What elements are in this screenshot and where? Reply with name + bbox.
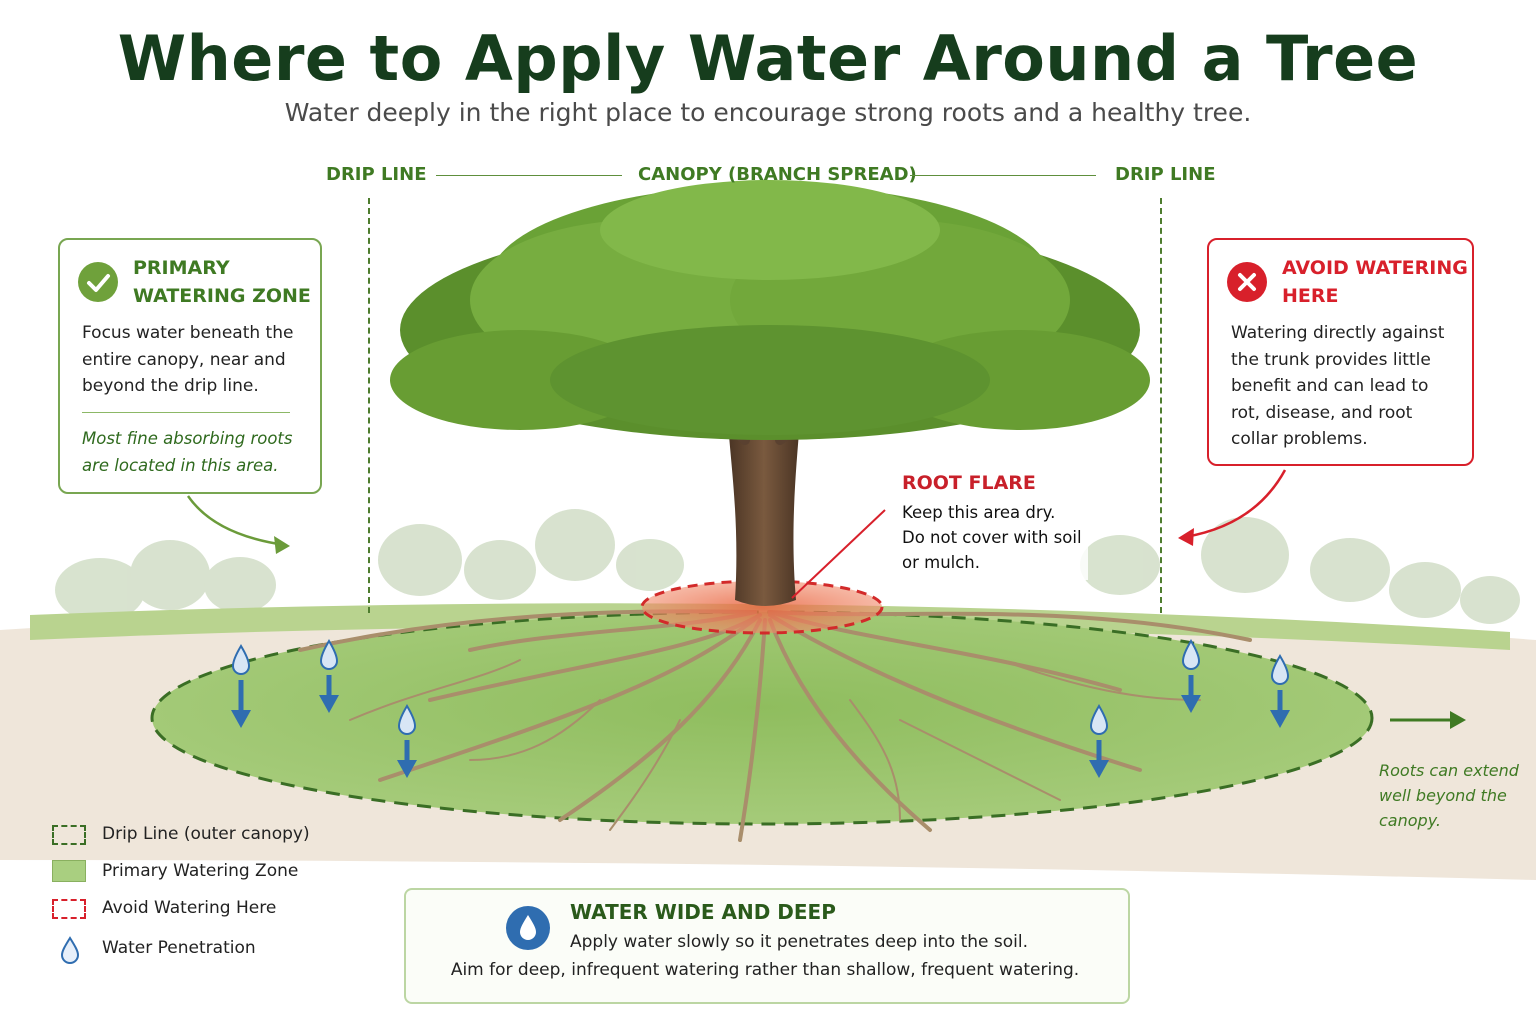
primary-zone-arrow [186, 495, 286, 547]
canopy-label: CANOPY (BRANCH SPREAD) [638, 164, 917, 185]
root-flare-leader [791, 509, 886, 599]
primary-zone-note-line: Most fine absorbing roots [82, 429, 293, 448]
water-drop-icon [231, 644, 251, 728]
background-trees [55, 509, 1520, 624]
avoid-zone-arrow [1184, 469, 1287, 539]
primary-zone-title-line1: PRIMARY [133, 257, 230, 279]
water-penetration-markers [231, 639, 1290, 778]
bottom-card-line1: Apply water slowly so it penetrates deep… [570, 932, 1028, 952]
avoid-zone-body-line: rot, disease, and root [1231, 402, 1413, 423]
primary-zone-body-line: entire canopy, near and [82, 349, 286, 370]
avoid-zone-title-line1: AVOID WATERING [1282, 257, 1468, 279]
root-flare-title: ROOT FLARE [902, 472, 1036, 494]
roots-extend-note: Roots can extend well beyond the canopy. [1379, 758, 1519, 833]
tree-roots [298, 609, 1252, 842]
water-drop-badge-icon [506, 906, 550, 950]
water-drop-icon [1089, 704, 1109, 778]
root-flare-callout-bg [888, 468, 1088, 580]
legend-label: Drip Line (outer canopy) [102, 824, 310, 844]
canopy-rule-right [910, 175, 1096, 176]
dashed-green-box-icon [52, 825, 86, 845]
drip-line-marker-left [368, 198, 370, 613]
avoid-zone-arrowhead [1178, 528, 1194, 546]
legend-label: Avoid Watering Here [102, 898, 277, 918]
water-drop-icon [60, 936, 80, 964]
avoid-zone-body-line: the trunk provides little [1231, 349, 1431, 370]
bottom-card-line2: Aim for deep, infrequent watering rather… [450, 960, 1080, 980]
legend-label: Water Penetration [102, 938, 256, 958]
roots-note-line: canopy. [1379, 811, 1441, 830]
roots-extend-arrowhead [1450, 711, 1466, 729]
primary-zone-title-line2: WATERING ZONE [133, 285, 311, 307]
close-x-icon [1227, 262, 1267, 302]
primary-zone-body-line: beyond the drip line. [82, 376, 259, 396]
primary-watering-zone [150, 610, 1374, 826]
water-drop-icon [1270, 654, 1290, 728]
root-flare-body-line: Keep this area dry. [902, 503, 1056, 522]
checkmark-icon [78, 262, 118, 302]
page-title: Where to Apply Water Around a Tree [117, 22, 1419, 95]
primary-zone-body-line: Focus water beneath the [82, 323, 294, 343]
canopy-rule-left [436, 175, 622, 176]
drip-line-label-right: DRIP LINE [1115, 164, 1216, 185]
primary-zone-note-line: are located in this area. [82, 455, 279, 475]
avoid-watering-card: AVOID WATERING HERE Watering directly ag… [1207, 238, 1474, 466]
roots-note-line: Roots can extend [1379, 761, 1519, 780]
water-drop-icon [397, 704, 417, 778]
drip-line-marker-right [1160, 198, 1162, 613]
root-flare-body: Keep this area dry. Do not cover with so… [902, 500, 1082, 575]
green-fill-box-icon [52, 860, 86, 882]
tree-trunk [728, 420, 800, 606]
avoid-zone-body-line: collar problems. [1231, 429, 1368, 449]
roots-note-line: well beyond the [1379, 786, 1507, 805]
avoid-zone-body-line: Watering directly against [1231, 323, 1445, 343]
card-divider [82, 412, 290, 413]
avoid-zone-body-line: benefit and can lead to [1231, 376, 1429, 396]
water-drop-icon [1181, 639, 1201, 713]
bottom-card-title: WATER WIDE AND DEEP [570, 900, 836, 924]
avoid-zone-title-line2: HERE [1282, 285, 1339, 307]
root-flare-body-line: Do not cover with soil [902, 528, 1082, 547]
drip-line-label-left: DRIP LINE [326, 164, 427, 185]
primary-watering-zone-card: PRIMARY WATERING ZONE Focus water beneat… [58, 238, 322, 494]
legend-label: Primary Watering Zone [102, 861, 299, 881]
page-subtitle: Water deeply in the right place to encou… [284, 98, 1252, 127]
water-drop-icon [319, 639, 339, 713]
dashed-red-box-icon [52, 899, 86, 919]
tree-canopy [390, 180, 1150, 440]
root-flare-body-line: or mulch. [902, 553, 981, 572]
grass-strip [30, 603, 1510, 650]
primary-zone-arrowhead [274, 536, 290, 554]
